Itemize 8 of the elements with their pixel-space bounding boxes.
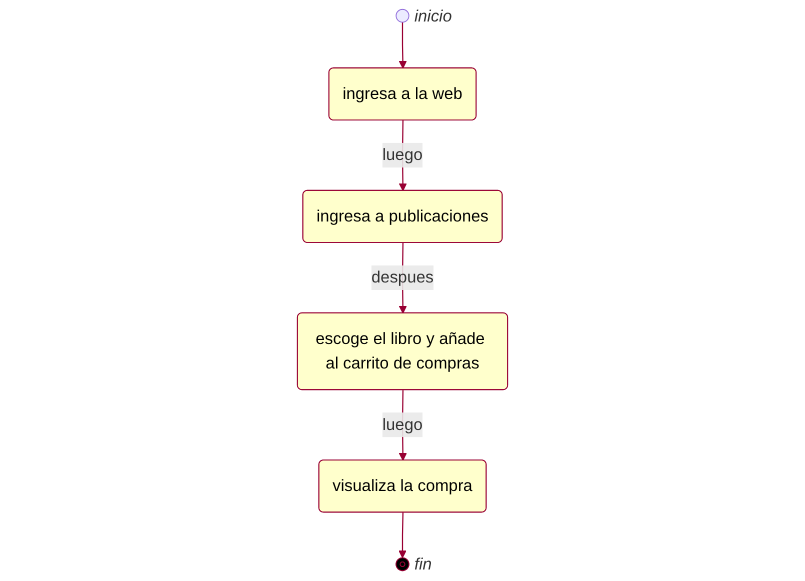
node-circle bbox=[396, 8, 410, 23]
edge-label: luego bbox=[382, 415, 423, 434]
edge-label: luego bbox=[382, 146, 423, 164]
state-name: inicio bbox=[414, 7, 452, 26]
arrow bbox=[398, 512, 407, 558]
state-name: fin bbox=[414, 556, 432, 574]
arrow bbox=[398, 22, 407, 69]
edge-label: despues bbox=[371, 268, 434, 286]
